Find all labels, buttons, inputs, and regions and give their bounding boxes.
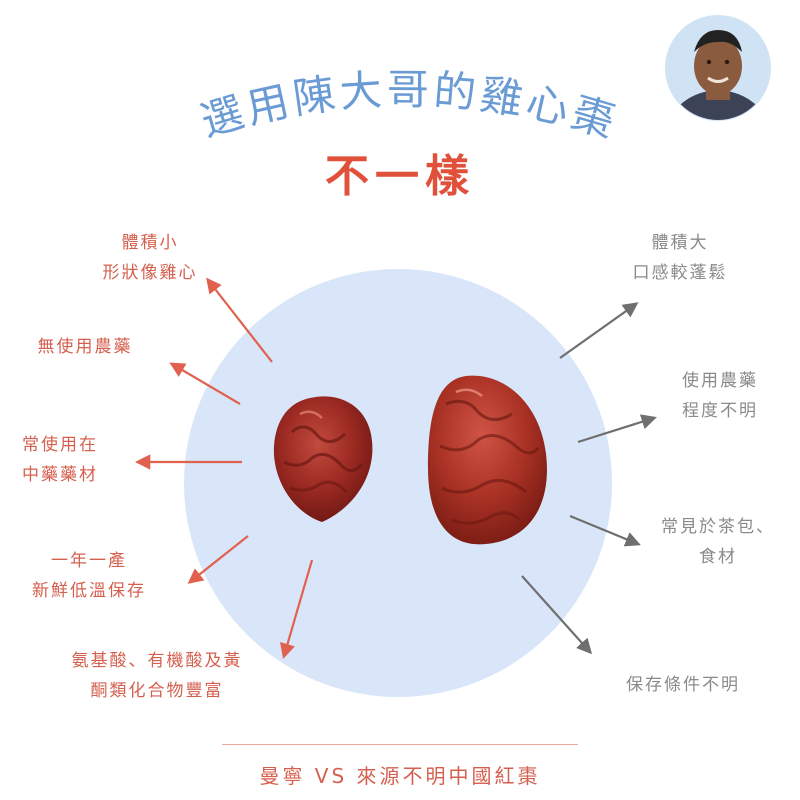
- large-jujube: [428, 375, 547, 545]
- subtitle: 不一樣: [325, 151, 475, 202]
- backdrop-circle: [184, 269, 612, 697]
- arrow-left-2: [169, 362, 241, 405]
- left-label-5: 氨基酸、有機酸及黃酮類化合物豐富: [71, 651, 243, 701]
- arrow-right-1: [559, 302, 639, 359]
- arrow-right-2: [577, 414, 657, 444]
- arrow-left-5: [280, 559, 314, 659]
- arrow-right-4: [521, 575, 593, 655]
- left-label-2: 無使用農藥: [37, 337, 133, 357]
- left-label-4: 一年一產新鮮低溫保存: [32, 551, 146, 601]
- left-label-1: 體積小形狀像雞心: [102, 233, 198, 283]
- right-label-3: 常見於茶包、食材: [661, 517, 775, 567]
- title-arc: 選用陳大哥的雞心棗: [195, 65, 624, 148]
- small-jujube: [273, 396, 373, 522]
- right-label-2: 使用農藥程度不明: [682, 371, 758, 421]
- arrow-left-4: [187, 535, 249, 584]
- arrow-right-3: [569, 514, 641, 547]
- left-label-3: 常使用在中藥藥材: [22, 435, 98, 485]
- right-label-4: 保存條件不明: [626, 675, 740, 695]
- footer-caption: 曼寧 VS 來源不明中國紅棗: [259, 764, 541, 788]
- right-label-1: 體積大口感較蓬鬆: [632, 233, 728, 283]
- footer-divider: [222, 744, 578, 745]
- farmer-portrait: [665, 15, 771, 121]
- arrow-left-1: [206, 277, 273, 363]
